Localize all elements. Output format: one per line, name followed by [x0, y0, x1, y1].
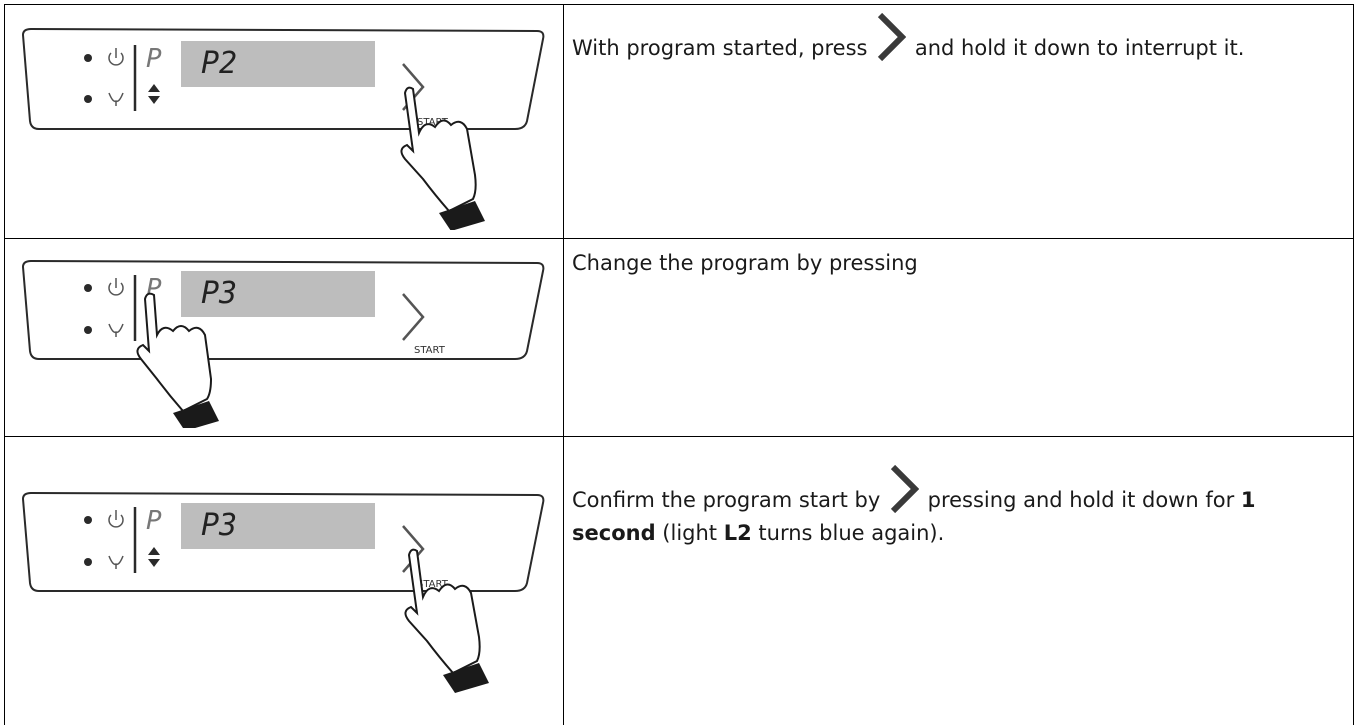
indicator-light-1 — [84, 54, 92, 62]
step-1-text-b: and hold it down to interrupt it. — [915, 36, 1245, 60]
indicator-light-2 — [84, 95, 92, 103]
step-2-text: Change the program by pressing — [564, 239, 1354, 437]
step-1-text: With program started, press and hold it … — [564, 5, 1354, 239]
program-label: P — [146, 44, 162, 74]
step-2-text-a: Change the program by pressing — [572, 251, 918, 275]
indicator-light-1 — [84, 516, 92, 524]
start-label: START — [414, 345, 446, 356]
step-3-text-d: turns blue again). — [758, 521, 944, 545]
step-1-illustration: P P2 START — [5, 5, 564, 239]
step-row-1: P P2 START With program started, press — [5, 5, 1354, 239]
lcd-value: P3 — [201, 276, 237, 311]
indicator-light-1 — [84, 284, 92, 292]
step-3-text-a: Confirm the program start by — [572, 488, 880, 512]
chevron-right-icon — [889, 465, 919, 513]
step-2-illustration: P P3 START — [5, 239, 564, 437]
step-row-2: P P3 START Change the program by pressin… — [5, 239, 1354, 437]
lcd-value: P3 — [201, 508, 237, 543]
lcd-value: P2 — [201, 46, 237, 81]
step-3-text-c: (light — [662, 521, 717, 545]
chevron-right-icon — [876, 13, 906, 61]
step-1-text-a: With program started, press — [572, 36, 868, 60]
step-3-text-b: pressing and hold it down for — [928, 488, 1235, 512]
program-label: P — [146, 506, 162, 536]
indicator-light-2 — [84, 326, 92, 334]
step-3-light-name: L2 — [724, 521, 752, 545]
indicator-light-2 — [84, 558, 92, 566]
instruction-table: P P2 START With program started, press — [4, 4, 1354, 725]
